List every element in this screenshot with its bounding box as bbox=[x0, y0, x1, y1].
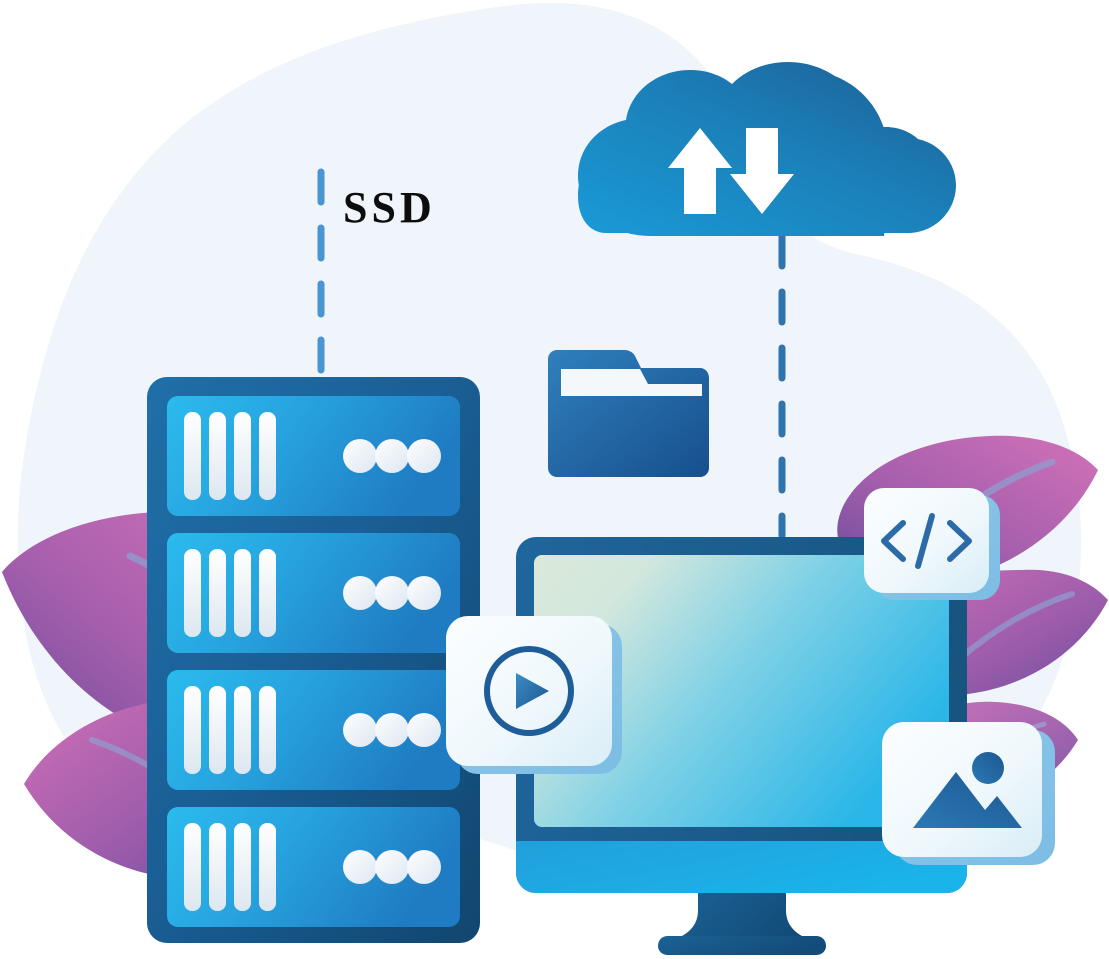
monitor-screen bbox=[534, 555, 949, 827]
monitor-base bbox=[658, 936, 826, 955]
server-unit[interactable] bbox=[167, 533, 460, 653]
code-snippet-card[interactable]: </> bbox=[0, 0, 1000, 600]
folder-label-strip bbox=[561, 369, 702, 396]
up-arrow-icon bbox=[668, 128, 732, 214]
desktop-monitor[interactable] bbox=[516, 537, 967, 955]
server-unit[interactable] bbox=[167, 807, 460, 927]
server-rack[interactable] bbox=[147, 377, 480, 943]
dashed-connectors bbox=[317, 166, 786, 540]
play-circle-icon[interactable] bbox=[484, 646, 574, 736]
code-icon bbox=[881, 513, 972, 569]
server-unit[interactable] bbox=[167, 670, 460, 790]
down-arrow-icon bbox=[730, 128, 794, 214]
video-play-card[interactable] bbox=[446, 616, 622, 774]
ssd-label: SSD bbox=[343, 183, 436, 232]
image-file-card[interactable] bbox=[882, 722, 1055, 865]
server-unit[interactable] bbox=[167, 396, 460, 516]
cloud-sync-icon bbox=[578, 62, 956, 236]
monitor-stand bbox=[670, 893, 814, 942]
folder-icon bbox=[548, 350, 709, 477]
image-icon bbox=[913, 752, 1022, 828]
